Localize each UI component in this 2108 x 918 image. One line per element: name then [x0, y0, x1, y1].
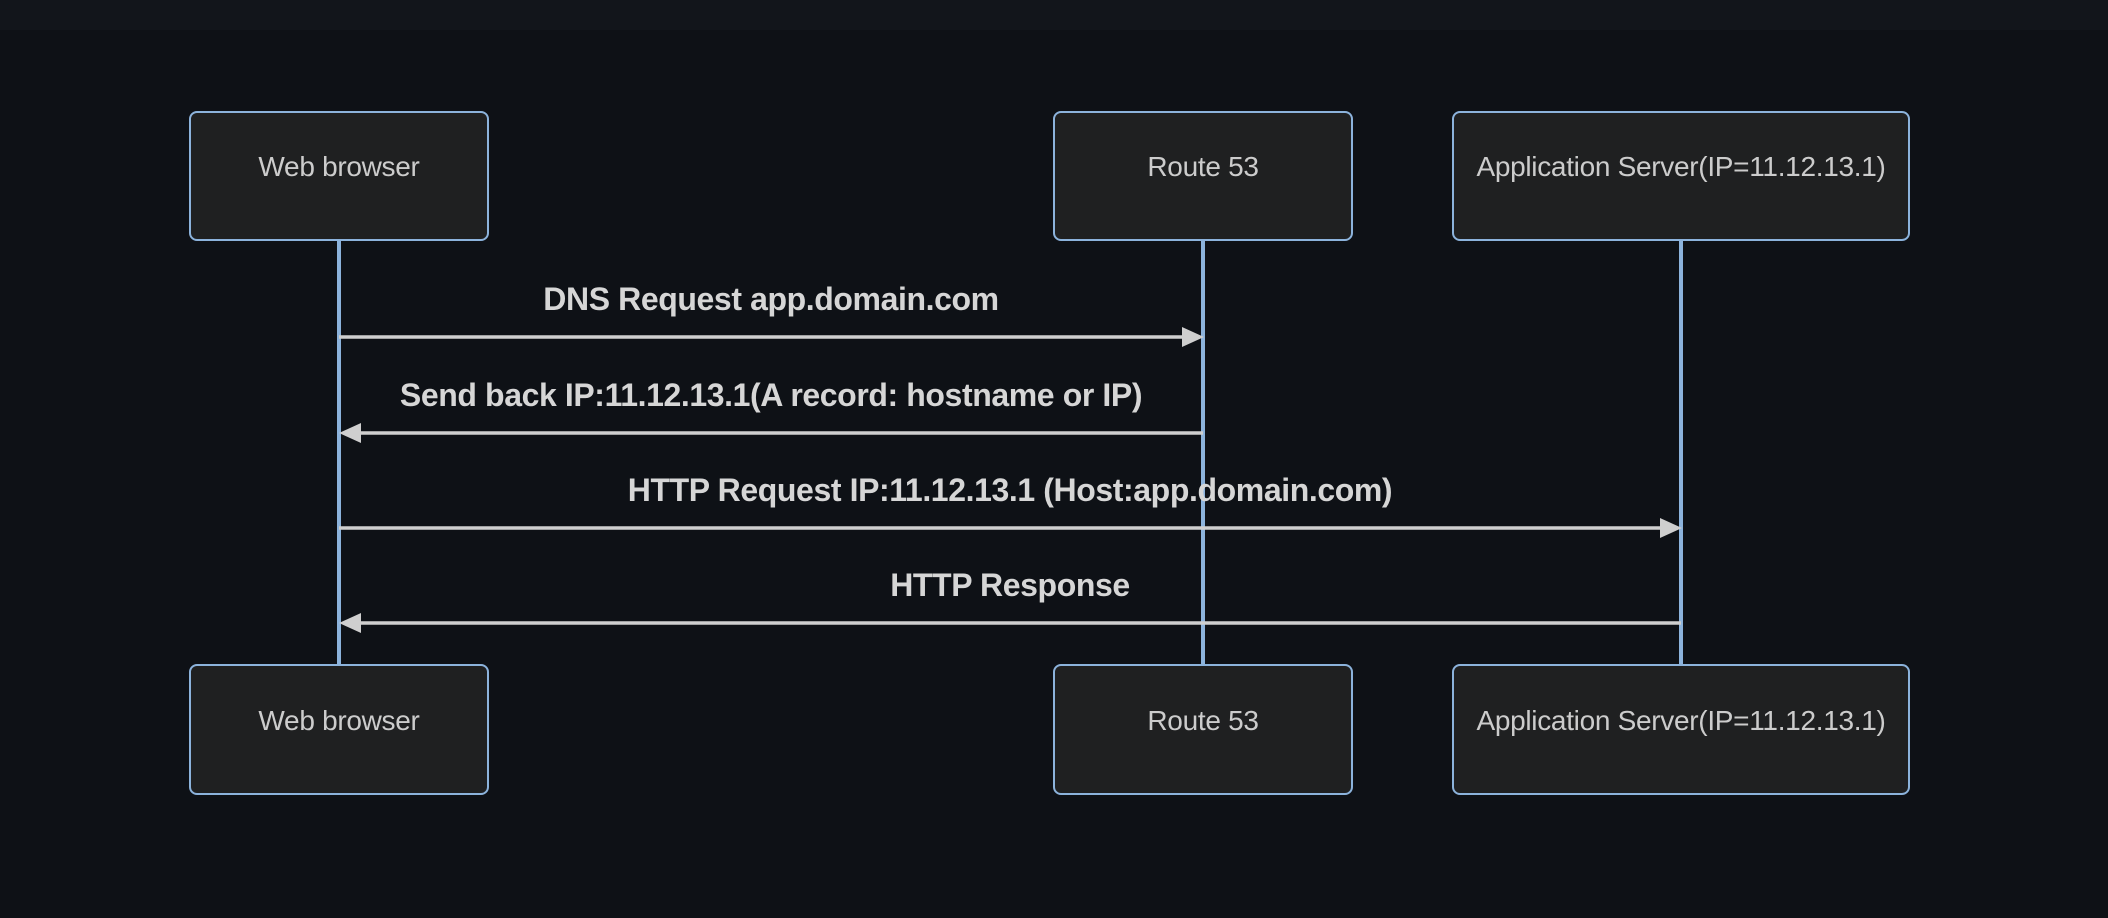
- actor-box-web-browser-bottom: Web browser: [189, 664, 489, 795]
- message-arrow-dns-request: [339, 327, 1204, 347]
- arrowhead-right-icon: [1182, 327, 1204, 347]
- message-arrow-send-back-ip: [339, 423, 1203, 443]
- message-arrow-http-response: [339, 613, 1681, 633]
- message-arrow-http-request: [339, 518, 1682, 538]
- message-label-http-request: HTTP Request IP:11.12.13.1 (Host:app.dom…: [627, 472, 1393, 508]
- actor-label: Route 53: [1147, 151, 1259, 182]
- message-label-dns-request: DNS Request app.domain.com: [543, 281, 999, 317]
- arrowhead-right-icon: [1660, 518, 1682, 538]
- message-label-http-response: HTTP Response: [890, 567, 1130, 603]
- actor-label: Application Server(IP=11.12.13.1): [1476, 704, 1886, 736]
- actor-label: Route 53: [1147, 704, 1259, 736]
- actor-label: Web browser: [258, 151, 420, 182]
- actor-box-application-server-top: Application Server(IP=11.12.13.1): [1452, 111, 1910, 241]
- actor-box-application-server-bottom: Application Server(IP=11.12.13.1): [1452, 664, 1910, 795]
- actor-box-route-53-top: Route 53: [1053, 111, 1353, 241]
- actor-label: Web browser: [258, 704, 420, 736]
- actor-label: Application Server(IP=11.12.13.1): [1476, 151, 1886, 182]
- arrowhead-left-icon: [339, 613, 361, 633]
- actor-box-web-browser-top: Web browser: [189, 111, 489, 241]
- message-label-send-back-ip: Send back IP:11.12.13.1(A record: hostna…: [399, 377, 1143, 413]
- arrowhead-left-icon: [339, 423, 361, 443]
- background-strip: [0, 0, 2108, 30]
- actor-box-route-53-bottom: Route 53: [1053, 664, 1353, 795]
